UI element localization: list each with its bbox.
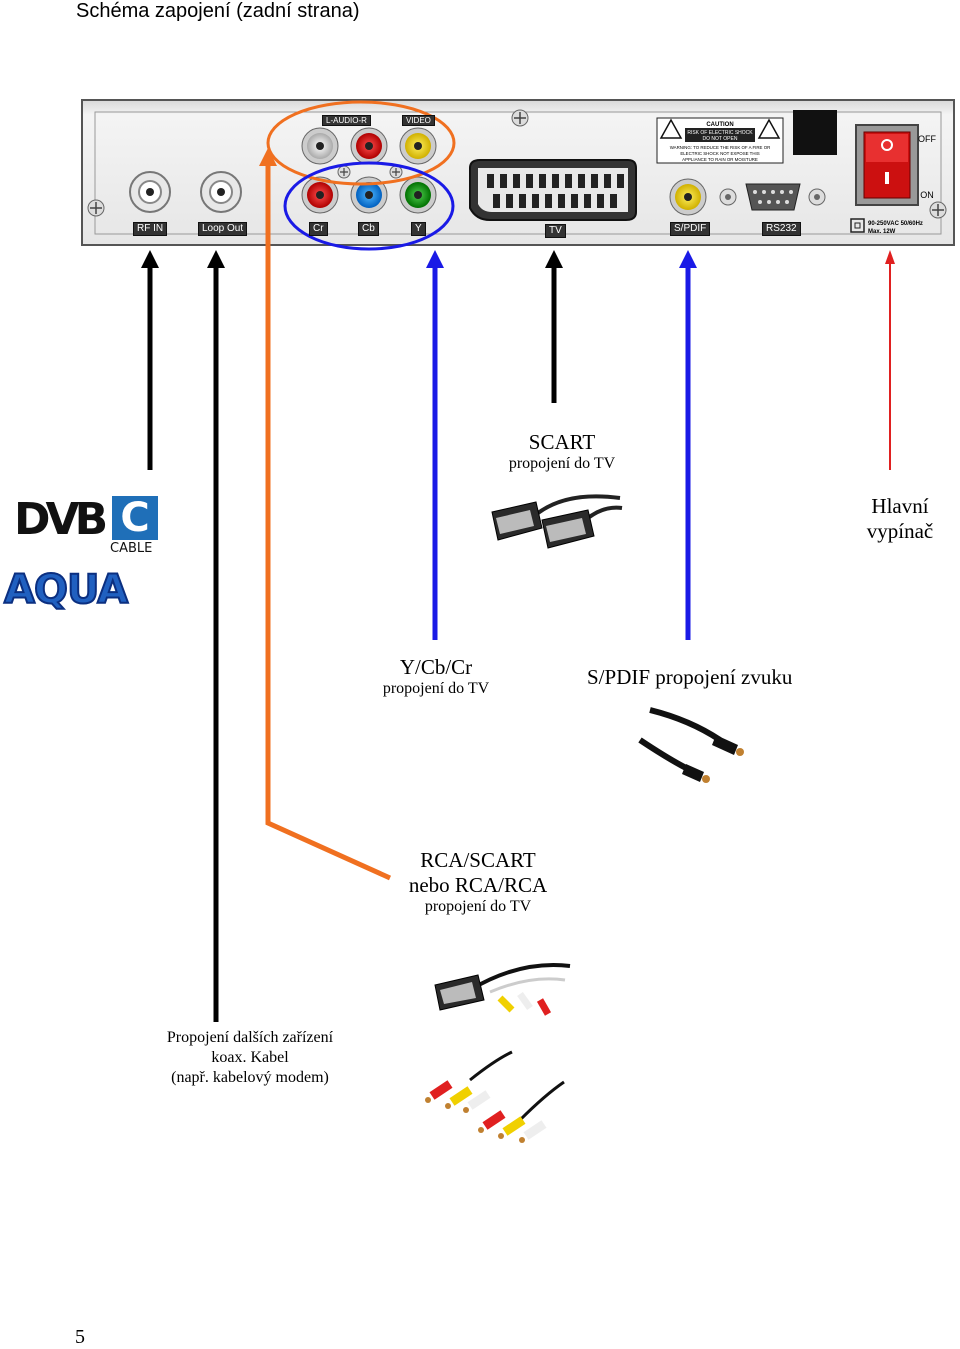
cb-connector-icon [350, 176, 388, 214]
svg-text:RISK OF ELECTRIC SHOCK: RISK OF ELECTRIC SHOCK [687, 130, 753, 136]
ycbcr-label: Y/Cb/Cr propojení do TV [382, 655, 490, 697]
caution-title: CAUTION [706, 122, 733, 128]
scart-connector-icon [469, 159, 637, 221]
loop-out-label: Loop Out [198, 222, 248, 236]
spdif-connector-icon [669, 178, 707, 216]
loop-out-arrow [207, 250, 225, 1022]
screw-icon [929, 201, 947, 219]
rca-rca-cable-icon [425, 1050, 565, 1143]
svg-text:90-250VAC 50/60Hz: 90-250VAC 50/60Hz [868, 221, 923, 227]
screw-icon [337, 165, 351, 179]
audio-video-highlight [266, 100, 456, 186]
rca-scart-cable-icon [434, 963, 571, 1016]
svg-text:Max. 12W: Max. 12W [868, 229, 896, 235]
power-on-icon [885, 172, 889, 184]
rf-in-connector-icon [129, 171, 171, 213]
svg-text:ON: ON [920, 190, 934, 200]
power-off-icon [881, 139, 893, 151]
cr-connector-icon [301, 176, 339, 214]
component-highlight [283, 161, 455, 251]
screw-icon [87, 199, 105, 217]
rs232-connector-icon [719, 183, 826, 211]
main-switch-arrow [885, 250, 895, 470]
cb-label: Cb [358, 222, 379, 236]
video-connector-icon [399, 127, 437, 165]
screw-icon [511, 109, 529, 127]
ycbcr-arrow [426, 250, 444, 640]
l-audio-r-label: L-AUDIO-R [322, 115, 371, 126]
y-label: Y [411, 222, 426, 236]
page-title: Schéma zapojení (zadní strana) [76, 0, 360, 22]
video-label: VIDEO [402, 115, 435, 126]
loop-out-connector-icon [200, 171, 242, 213]
aqua-logo: AQUA [3, 567, 129, 613]
power-switch: OFF ON [855, 124, 936, 206]
rca-label: RCA/SCART nebo RCA/RCA propojení do TV [408, 848, 548, 915]
svg-text:APPLIANCE TO RAIN OR MOISTURE: APPLIANCE TO RAIN OR MOISTURE [682, 157, 758, 162]
double-insulation-icon [850, 218, 865, 233]
main-switch-label: Hlavní vypínač [866, 494, 934, 543]
svg-text:DO NOT OPEN: DO NOT OPEN [703, 136, 738, 142]
rf-in-arrow [141, 250, 159, 470]
fan-vent [793, 110, 837, 155]
screw-icon [389, 165, 403, 179]
back-panel: CAUTION RISK OF ELECTRIC SHOCK DO NOT OP… [81, 99, 955, 246]
scart-label: SCART propojení do TV [508, 430, 616, 472]
cr-label: Cr [309, 222, 328, 236]
coax-label: Propojení dalších zařízení koax. Kabel (… [166, 1029, 334, 1086]
spdif-cable-icon [638, 707, 744, 783]
page-number: 5 [75, 1326, 85, 1348]
rca-arrow [259, 148, 392, 881]
spdif-port-label: S/PDIF [670, 222, 711, 236]
scart-cable-icon [491, 494, 623, 549]
svg-text:WARNING: TO REDUCE THE RISK OF: WARNING: TO REDUCE THE RISK OF A FIRE OR [670, 145, 771, 150]
spdif-arrow [679, 250, 697, 640]
audio-right-connector-icon [350, 127, 388, 165]
svg-text:OFF: OFF [918, 134, 936, 144]
spdif-label: S/PDIF propojení zvuku [587, 665, 793, 689]
audio-left-connector-icon [301, 127, 339, 165]
tv-label: TV [545, 224, 566, 238]
y-connector-icon [399, 176, 437, 214]
scart-arrow [545, 250, 563, 403]
dvb-c-logo: DVB C CABLE [14, 496, 164, 558]
rf-in-label: RF IN [133, 222, 168, 236]
svg-text:ELECTRIC SHOCK NOT EXPOSE THIS: ELECTRIC SHOCK NOT EXPOSE THIS [680, 151, 759, 156]
rs232-label: RS232 [762, 222, 801, 236]
caution-plate: CAUTION RISK OF ELECTRIC SHOCK DO NOT OP… [656, 117, 784, 164]
